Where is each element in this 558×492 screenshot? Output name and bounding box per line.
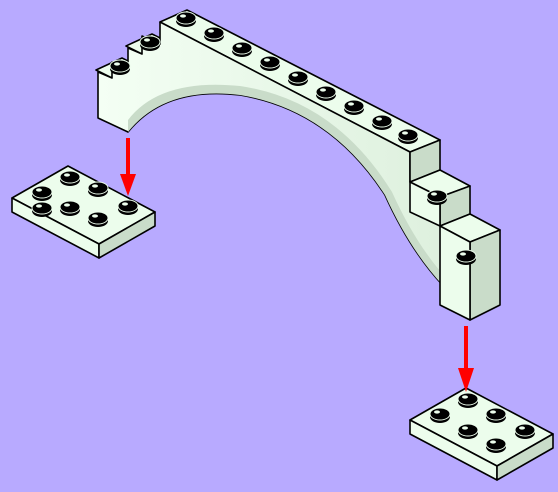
plate-left-stud [117,199,139,215]
down-arrow-icon [458,326,474,392]
arch-stud [109,59,131,75]
plate-left-stud [31,201,53,217]
plate-right-stud [514,423,536,439]
plate-right-stud [457,392,479,408]
arch-stud [287,70,309,86]
studs-layer [31,11,536,453]
plate-left-stud [31,185,53,201]
arch-stud [231,41,253,57]
arch-stud [397,128,419,144]
plate-right-stud [485,437,507,453]
arch-stud [203,26,225,42]
plate-right-stud [457,423,479,439]
plate-left-stud [87,211,109,227]
arch-stud [175,11,197,27]
arch-stud [426,189,448,205]
down-arrow-icon [120,138,136,196]
plate-left-stud [59,170,81,186]
plate-left-stud [87,181,109,197]
arch-stud [343,99,365,115]
plate-2x3-right [409,387,554,481]
plate-left-stud [59,200,81,216]
plate-right-stud [429,407,451,423]
arch-stud [139,35,161,51]
arch-stud [315,85,337,101]
arch-stud [371,114,393,130]
plate-right-stud [485,407,507,423]
arch-stud [259,55,281,71]
arch-stud [455,249,477,265]
